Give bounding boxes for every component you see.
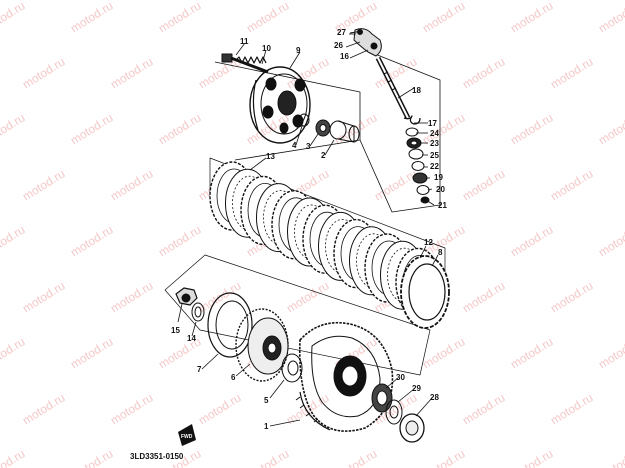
leader-lines: [177, 33, 439, 427]
friction-plate-8: [400, 255, 450, 329]
part-label-18: 18: [412, 86, 421, 95]
part-label-6: 6: [231, 373, 236, 382]
spacer-29: [385, 399, 403, 425]
diagram-code: 3LD3351-0150: [130, 452, 184, 461]
part-label-26: 26: [334, 41, 343, 50]
primary-driven-gear-1: [295, 321, 394, 432]
part-label-2: 2: [321, 151, 326, 160]
part-label-4: 4: [292, 141, 297, 150]
part-label-30: 30: [396, 373, 405, 382]
part-label-27: 27: [337, 28, 346, 37]
washer-4: [298, 113, 310, 127]
part-label-11: 11: [240, 37, 249, 46]
bearing-30: [371, 383, 393, 413]
part-label-9: 9: [296, 46, 301, 55]
part-label-21: 21: [438, 201, 447, 210]
part-labels: 1234567891011121314151617181920212223242…: [171, 28, 447, 431]
thrust-washer-28: [399, 413, 425, 443]
group-box-pushrod: [359, 49, 441, 213]
part-label-25: 25: [430, 151, 439, 160]
push-rod: [375, 56, 411, 120]
clutch-bolt-and-spring: [221, 53, 269, 74]
clutch-boss-6: [235, 308, 289, 382]
thrust-washer-5: [281, 353, 303, 383]
part-label-29: 29: [412, 384, 421, 393]
part-label-10: 10: [262, 44, 271, 53]
part-label-24: 24: [430, 129, 439, 138]
clutch-nut-15: [175, 287, 198, 306]
push-piece-2: [329, 120, 360, 143]
part-label-15: 15: [171, 326, 180, 335]
part-label-17: 17: [428, 119, 437, 128]
part-label-5: 5: [264, 396, 269, 405]
pushrod-spring-and-seals: [403, 115, 430, 204]
part-label-13: 13: [266, 152, 275, 161]
part-label-20: 20: [436, 185, 445, 194]
part-label-12: 12: [424, 238, 433, 247]
part-label-23: 23: [430, 139, 439, 148]
lock-washer-14: [191, 302, 205, 322]
part-label-28: 28: [430, 393, 439, 402]
part-label-14: 14: [187, 334, 196, 343]
push-lever-assembly: [349, 28, 382, 57]
group-box-clutch-boss: [164, 254, 431, 376]
fwd-label: FWD: [181, 434, 193, 440]
part-label-1: 1: [264, 422, 269, 431]
thrust-plate-7: [207, 292, 253, 358]
part-label-16: 16: [340, 52, 349, 61]
fwd-arrow-icon: FWD: [178, 424, 196, 446]
friction-plate-stack: [209, 161, 450, 329]
pressure-plate: [249, 66, 311, 144]
part-label-3: 3: [306, 142, 311, 151]
part-label-19: 19: [434, 173, 443, 182]
part-label-7: 7: [197, 365, 202, 374]
part-label-22: 22: [430, 162, 439, 171]
group-box-pressure-plate: [214, 61, 361, 161]
part-label-8: 8: [438, 248, 443, 257]
